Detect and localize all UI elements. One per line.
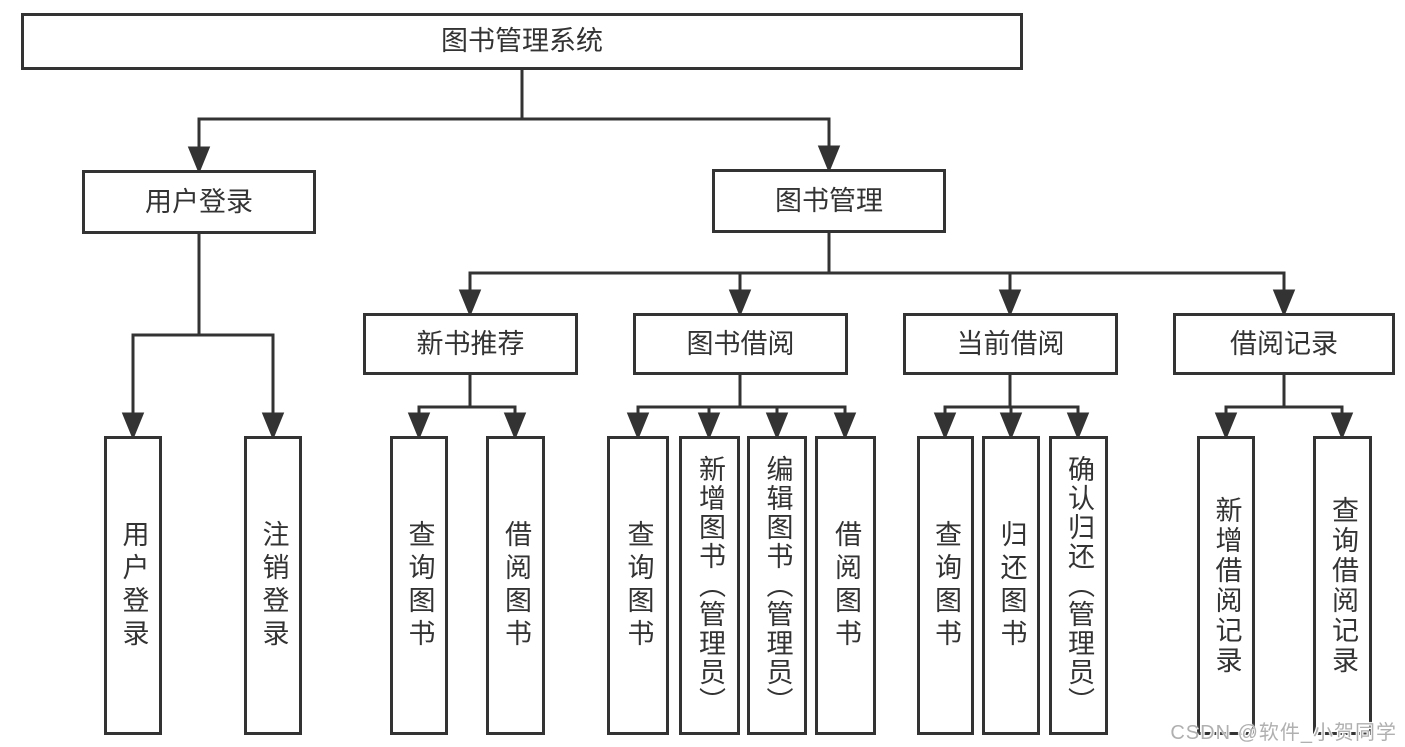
leaf-borrow-add-books: 新增图书（管理员） — [679, 436, 740, 735]
leaf-current-confirm-return-label: 确认归还（管理员） — [1064, 455, 1094, 716]
arrowhead-icon — [697, 412, 721, 440]
arrowhead-icon — [1330, 412, 1354, 440]
arrowhead-icon — [1214, 412, 1238, 440]
leaf-current-return-books: 归还图书 — [982, 436, 1040, 735]
leaf-borrow-query-books: 查询图书 — [607, 436, 669, 735]
leaf-records-add-record: 新增借阅记录 — [1197, 436, 1255, 735]
node-book-borrow-label: 图书借阅 — [686, 328, 795, 359]
arrowhead-icon — [728, 289, 752, 317]
leaf-current-query-books: 查询图书 — [917, 436, 974, 735]
arrowhead-icon — [503, 412, 527, 440]
connector-borrow-to-leaves — [626, 375, 857, 440]
arrowhead-icon — [458, 289, 482, 317]
leaf-current-return-books-label: 归还图书 — [996, 519, 1027, 652]
leaf-borrow-query-books-label: 查询图书 — [623, 519, 654, 652]
leaf-user-login-label: 用户登录 — [118, 519, 149, 652]
arrowhead-icon — [817, 145, 841, 173]
node-current-borrow: 当前借阅 — [903, 313, 1118, 375]
arrowhead-icon — [187, 146, 211, 174]
node-root-label: 图书管理系统 — [441, 26, 603, 56]
arrowhead-icon — [999, 412, 1023, 440]
leaf-recommend-borrow-books: 借阅图书 — [486, 436, 545, 735]
leaf-current-confirm-return: 确认归还（管理员） — [1049, 436, 1108, 735]
arrowhead-icon — [407, 412, 431, 440]
arrowhead-icon — [1272, 289, 1296, 317]
node-book-management: 图书管理 — [712, 169, 946, 233]
leaf-borrow-edit-books-label: 编辑图书（管理员） — [762, 455, 793, 716]
connector-current-to-leaves — [933, 375, 1090, 440]
leaf-recommend-borrow-books-label: 借阅图书 — [501, 519, 531, 652]
node-new-book-recommend: 新书推荐 — [363, 313, 578, 375]
node-book-borrow: 图书借阅 — [633, 313, 848, 375]
arrowhead-icon — [261, 412, 285, 440]
watermark: CSDN @软件_小贺同学 — [1170, 722, 1397, 744]
connector-root-to-level2 — [187, 70, 841, 174]
node-current-borrow-label: 当前借阅 — [956, 328, 1065, 359]
connector-records-to-leaves — [1214, 375, 1354, 440]
connector-userlogin-to-leaves — [121, 234, 285, 440]
leaf-borrow-edit-books: 编辑图书（管理员） — [747, 436, 807, 735]
leaf-recommend-query-books: 查询图书 — [390, 436, 448, 735]
leaf-records-add-record-label: 新增借阅记录 — [1211, 495, 1242, 676]
connector-bookmgmt-to-level3 — [458, 233, 1296, 317]
arrowhead-icon — [765, 412, 789, 440]
connector-recommend-to-leaves — [407, 375, 527, 440]
arrowhead-icon — [998, 289, 1022, 317]
leaf-current-query-books-label: 查询图书 — [931, 519, 961, 652]
leaf-logout: 注销登录 — [244, 436, 302, 735]
leaf-logout-label: 注销登录 — [258, 519, 289, 652]
node-user-login-label: 用户登录 — [145, 186, 253, 217]
node-new-book-recommend-label: 新书推荐 — [416, 328, 525, 359]
node-user-login: 用户登录 — [82, 170, 316, 234]
leaf-recommend-query-books-label: 查询图书 — [404, 519, 435, 652]
leaf-borrow-add-books-label: 新增图书（管理员） — [695, 455, 725, 716]
arrowhead-icon — [626, 412, 650, 440]
arrowhead-icon — [833, 412, 857, 440]
node-book-management-label: 图书管理 — [775, 185, 883, 216]
leaf-user-login: 用户登录 — [104, 436, 162, 735]
node-borrow-records-label: 借阅记录 — [1230, 328, 1338, 359]
arrowhead-icon — [121, 412, 145, 440]
leaf-borrow-borrow-books: 借阅图书 — [815, 436, 876, 735]
arrowhead-icon — [933, 412, 957, 440]
leaf-records-query-record: 查询借阅记录 — [1313, 436, 1372, 735]
node-root: 图书管理系统 — [21, 13, 1023, 70]
leaf-records-query-record-label: 查询借阅记录 — [1328, 495, 1358, 676]
node-borrow-records: 借阅记录 — [1173, 313, 1395, 375]
arrowhead-icon — [1066, 412, 1090, 440]
leaf-borrow-borrow-books-label: 借阅图书 — [831, 519, 861, 652]
